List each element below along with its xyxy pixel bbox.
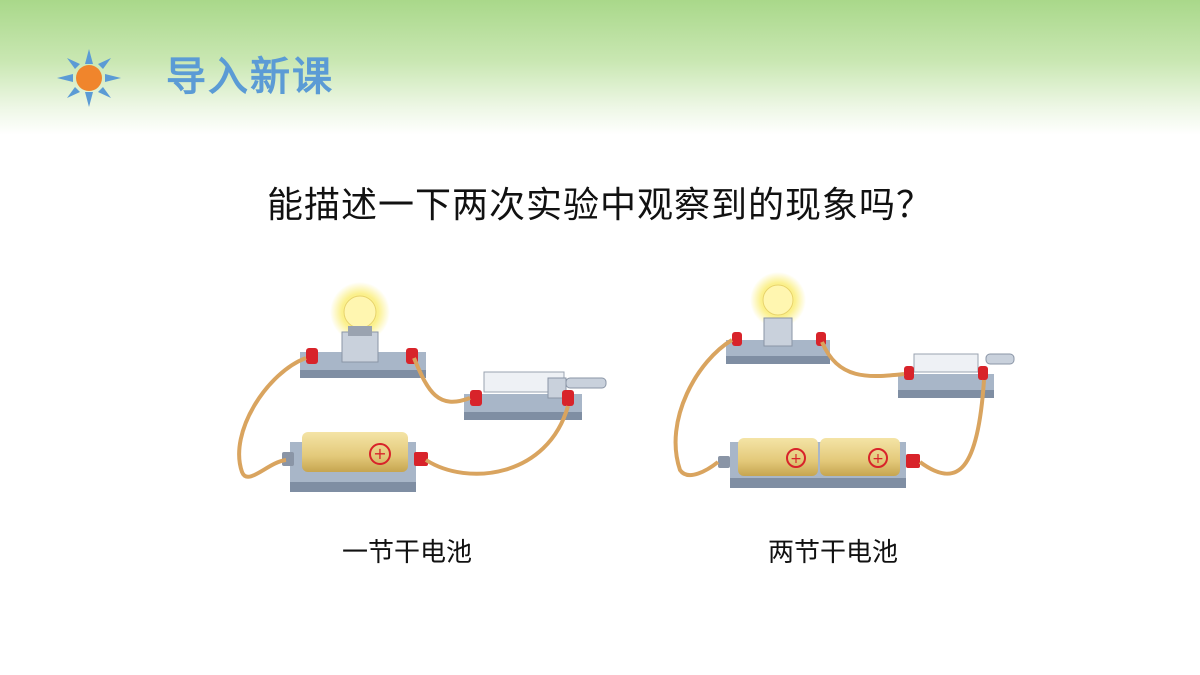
header-band [0,0,1200,135]
wire [673,338,986,477]
battery: + [302,432,408,472]
switch [464,371,607,420]
terminal [414,452,428,466]
svg-text:+: + [872,451,884,467]
terminal [470,390,482,406]
terminal [906,454,920,468]
page-title: 导入新课 [166,54,334,100]
svg-text:+: + [790,451,802,467]
terminal [732,332,742,346]
caption-two-batteries: 两节干电池 [768,538,899,568]
battery: + [738,438,818,476]
terminal [282,452,294,466]
sun-icon [57,49,121,107]
terminal [978,366,988,380]
circuit-two-batteries: + + [673,272,1015,488]
terminal [562,390,574,406]
wire [237,356,570,479]
terminal [306,348,318,364]
bulb [330,282,390,363]
terminal [904,366,914,380]
bulb-board [726,340,830,364]
switch [898,353,1015,398]
terminal [718,456,730,468]
svg-text:+: + [373,444,386,463]
bulb [750,272,806,347]
circuit-one-battery: + [237,282,607,492]
question-text: 能描述一下两次实验中观察到的现象吗？ [266,185,933,226]
caption-one-battery: 一节干电池 [342,538,473,568]
battery: + [820,438,900,476]
